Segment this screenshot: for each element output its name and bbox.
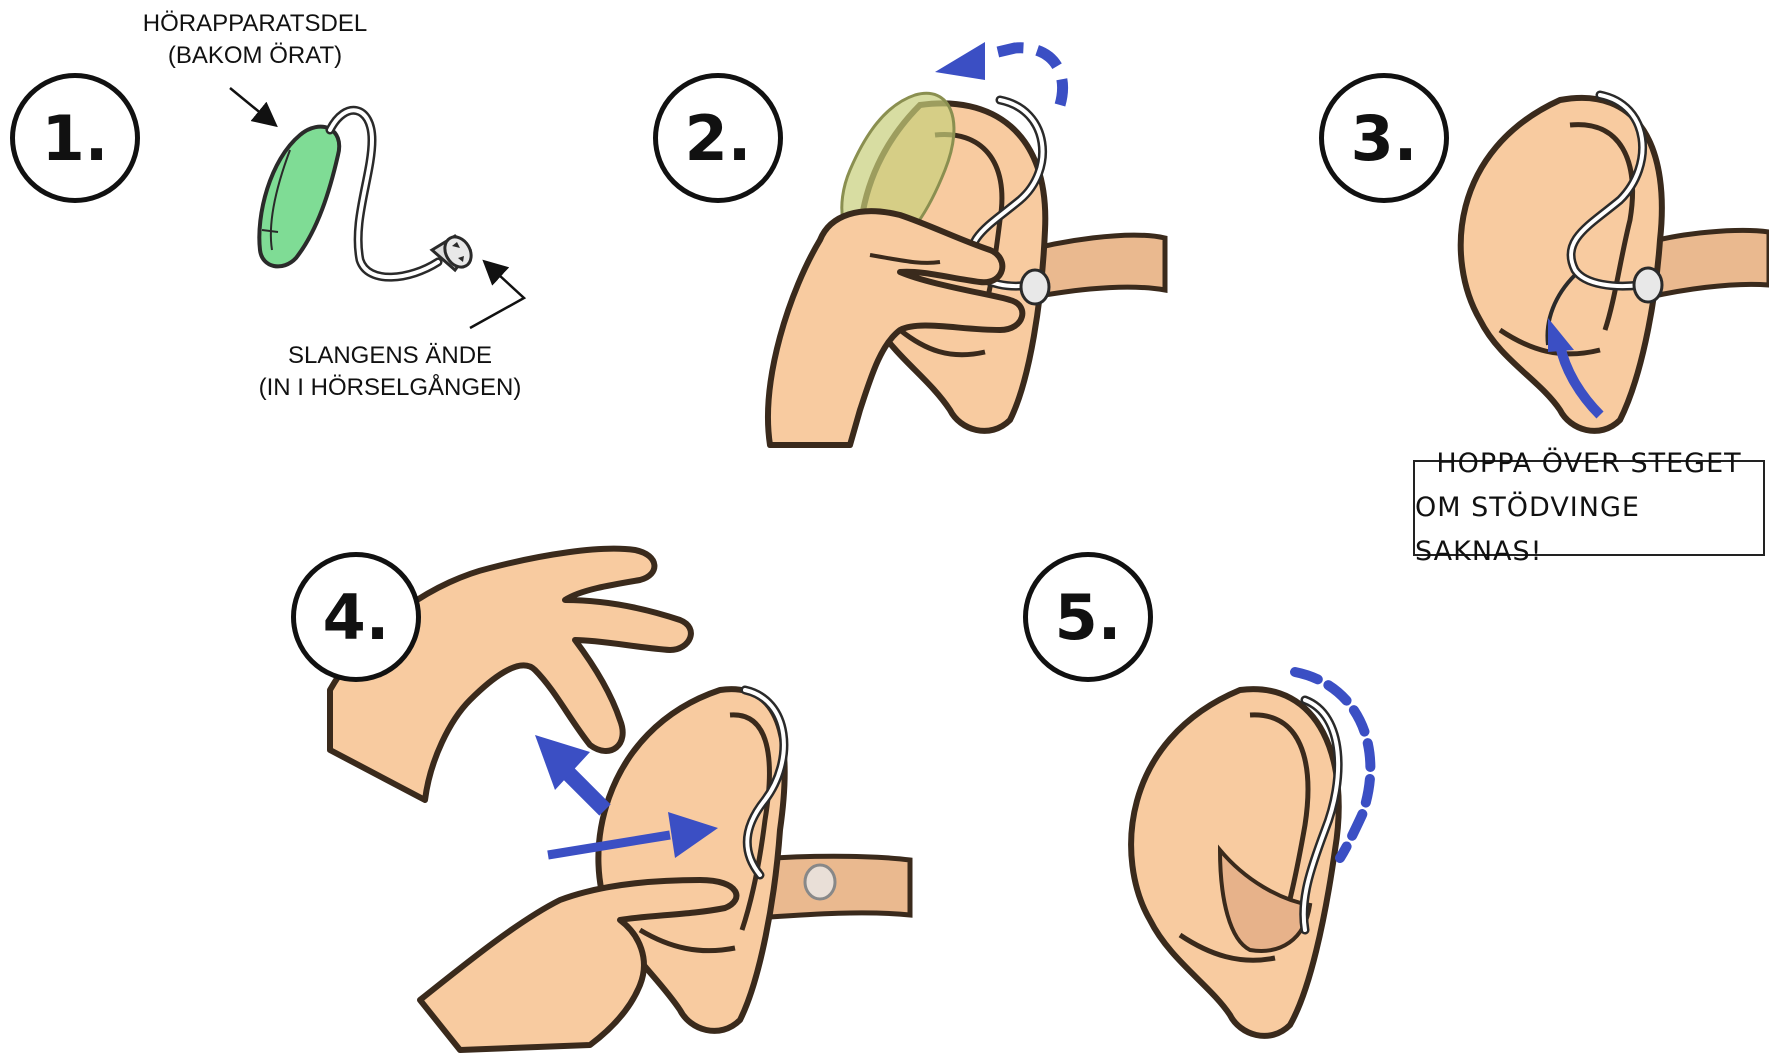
ear-step5-icon — [1131, 689, 1339, 1036]
rotate-arrow-step2-icon — [935, 42, 1063, 105]
step-number-1: 1. — [10, 73, 140, 203]
device-label-line1: HÖRAPPARATSDEL — [120, 8, 390, 40]
pointer-arrow-tube — [470, 263, 524, 328]
ear-step3-icon — [1461, 95, 1769, 431]
ear-step2-icon — [768, 93, 1165, 445]
skip-step-note-line1: HOPPA ÖVER STEGET — [1436, 442, 1741, 486]
step-number-4: 4. — [291, 552, 421, 682]
step-number-5: 5. — [1023, 552, 1153, 682]
device-label-line2: (BAKOM ÖRAT) — [120, 40, 390, 72]
pointer-arrow-device — [230, 88, 274, 124]
device-label: HÖRAPPARATSDEL (BAKOM ÖRAT) — [120, 8, 390, 72]
tube-end-label: SLANGENS ÄNDE (IN I HÖRSELGÅNGEN) — [240, 340, 540, 404]
skip-step-note-line2: OM STÖDVINGE SAKNAS! — [1415, 486, 1763, 574]
tube-end-label-line2: (IN I HÖRSELGÅNGEN) — [240, 372, 540, 404]
tube-end-label-line1: SLANGENS ÄNDE — [240, 340, 540, 372]
skip-step-note: HOPPA ÖVER STEGET OM STÖDVINGE SAKNAS! — [1413, 460, 1765, 556]
step-number-3: 3. — [1319, 73, 1449, 203]
hearing-aid-device-icon — [259, 110, 476, 277]
step-number-2: 2. — [653, 73, 783, 203]
